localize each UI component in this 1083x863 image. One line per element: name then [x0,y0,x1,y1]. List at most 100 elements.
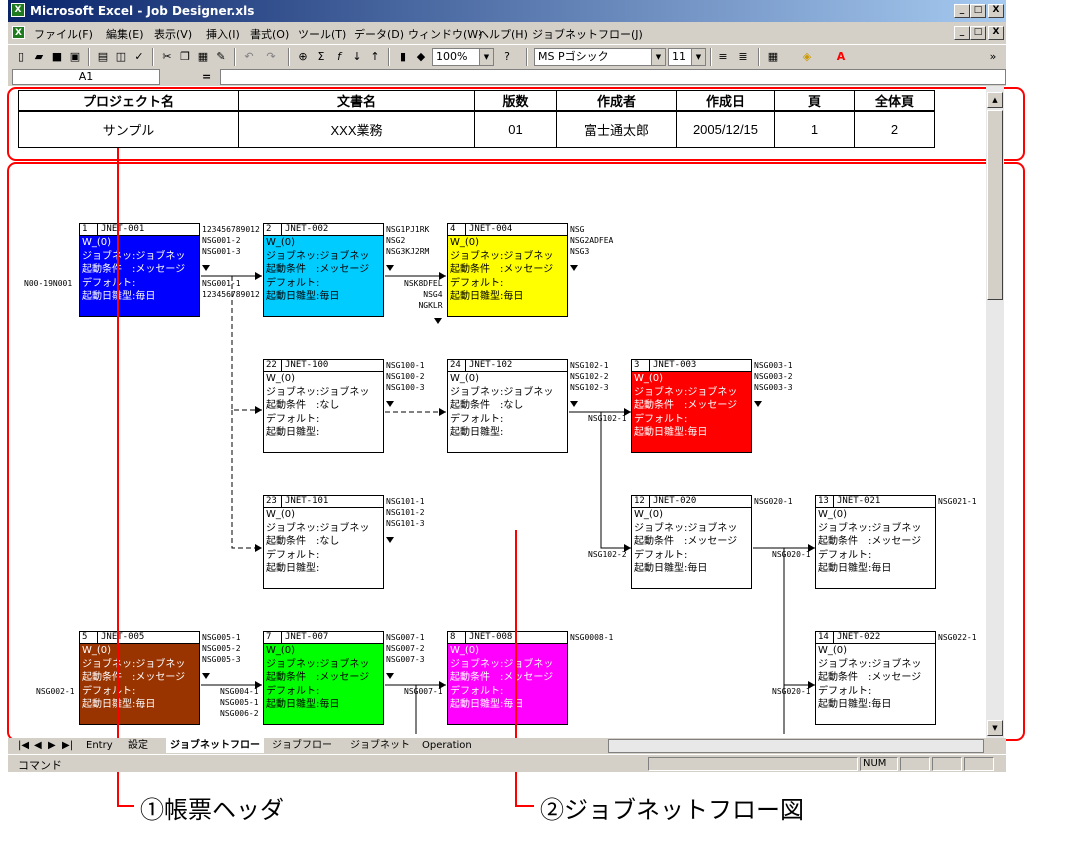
jobnet-field: 起動条件 :なし [266,400,340,411]
tab-jobflow[interactable]: ジョブフロー [272,740,332,751]
hyperlink-icon[interactable]: ⊕ [298,50,308,63]
doc-restore-button[interactable]: □ [970,26,986,40]
menu-file[interactable]: ファイル(F) [34,28,93,41]
redo-icon[interactable]: ↷ [266,50,276,63]
tab-operation[interactable]: Operation [422,740,472,751]
autosum-icon[interactable]: Σ [317,50,325,63]
tab-nav-next-icon[interactable]: ▶ [48,740,56,751]
header-col-date: 作成日 [676,90,775,112]
excel-app-icon[interactable]: X [11,3,25,17]
header-val-docname[interactable]: XXX業務 [238,110,475,148]
sort-desc-icon[interactable]: ↑ [370,50,380,63]
menu-jobnetflow[interactable]: ジョブネットフロー(J) [532,28,643,41]
tab-jobnet[interactable]: ジョブネット [350,740,410,751]
port-marker-icon [202,673,210,679]
toolbar-separator [758,48,760,66]
tab-nav-last-icon[interactable]: ▶| [62,740,74,751]
toolbar-options-icon[interactable]: » [989,50,997,63]
menu-insert[interactable]: 挿入(I) [206,28,240,41]
function-icon[interactable]: f [337,50,341,63]
help-icon[interactable]: ? [504,50,510,63]
header-val-total[interactable]: 2 [854,110,935,148]
toolbar-separator [88,48,90,66]
jobnet-field: デフォルト: [266,413,320,425]
font-color-icon[interactable]: A [836,50,846,63]
print-preview-icon[interactable]: ◫ [115,50,127,63]
jobnet-field: ジョブネッ:ジョブネッ [818,522,922,534]
close-button[interactable]: X [988,4,1004,18]
align-right-icon[interactable]: ≣ [738,50,748,63]
doc-close-button[interactable]: X [988,26,1004,40]
open-icon[interactable]: ▰ [34,50,44,63]
menu-format[interactable]: 書式(O) [250,28,290,41]
drawing-icon[interactable]: ◆ [416,50,426,63]
chevron-down-icon[interactable]: ▼ [691,49,705,65]
permission-icon[interactable]: ▣ [69,50,81,63]
menu-tools[interactable]: ツール(T) [298,28,347,41]
scroll-down-icon[interactable]: ▼ [987,720,1003,736]
tab-settings[interactable]: 設定 [128,740,148,751]
chevron-down-icon[interactable]: ▼ [479,49,493,65]
copy-icon[interactable]: ❐ [180,50,190,63]
undo-icon[interactable]: ↶ [244,50,254,63]
status-pane [900,757,930,771]
align-center-icon[interactable]: ≡ [718,50,728,63]
scroll-thumb[interactable] [987,110,1003,300]
horizontal-scrollbar[interactable] [608,739,984,753]
maximize-button[interactable]: □ [970,4,986,18]
zoom-select[interactable]: 100%▼ [432,48,494,66]
header-val-page[interactable]: 1 [774,110,855,148]
scroll-up-icon[interactable]: ▲ [987,92,1003,108]
formula-input[interactable] [220,69,1006,85]
name-box[interactable]: A1 [12,69,160,85]
menu-view[interactable]: 表示(V) [154,28,193,41]
menu-edit[interactable]: 編集(E) [106,28,144,41]
tab-entry[interactable]: Entry [86,740,113,751]
chevron-down-icon[interactable]: ▼ [651,49,665,65]
menu-window[interactable]: ウィンドウ(W) [408,28,483,41]
header-val-project[interactable]: サンプル [18,110,239,148]
menu-data[interactable]: データ(D) [354,28,405,41]
formula-equals[interactable]: = [202,70,212,83]
tab-nav-prev-icon[interactable]: ◀ [34,740,42,751]
cut-icon[interactable]: ✂ [162,50,172,63]
print-icon[interactable]: ▤ [97,50,109,63]
font-size-select[interactable]: 11▼ [668,48,706,66]
format-painter-icon[interactable]: ✎ [216,50,226,63]
jobnet-field: 起動日雛型:毎日 [818,563,892,574]
status-pane [648,757,858,771]
doc-minimize-button[interactable]: _ [954,26,970,40]
tab-nav-first-icon[interactable]: |◀ [18,740,30,751]
new-icon[interactable]: ▯ [17,50,25,63]
font-select[interactable]: MS Pゴシック▼ [534,48,666,66]
msg-label-b7-in: NSG004-1 NSG005-1 NSG006-2 [220,687,259,718]
jobnet-field: W_(0) [266,509,296,520]
header-val-date[interactable]: 2005/12/15 [676,110,775,148]
paste-icon[interactable]: ▦ [197,50,209,63]
chart-wizard-icon[interactable]: ▮ [399,50,407,63]
tab-jobnetflow[interactable]: ジョブネットフロー [166,738,264,753]
fill-color-icon[interactable]: ◈ [802,50,812,63]
borders-icon[interactable]: ▦ [767,50,779,63]
sort-asc-icon[interactable]: ↓ [352,50,362,63]
header-val-author[interactable]: 富士通太郎 [556,110,677,148]
spelling-icon[interactable]: ✓ [134,50,144,63]
workbook-icon[interactable]: X [12,26,25,39]
minimize-button[interactable]: _ [954,4,970,18]
save-icon[interactable]: ■ [51,50,63,63]
vertical-scrollbar[interactable]: ▲ ▼ [986,86,1004,738]
menu-help[interactable]: ヘルプ(H) [478,28,528,41]
header-val-version[interactable]: 01 [474,110,557,148]
